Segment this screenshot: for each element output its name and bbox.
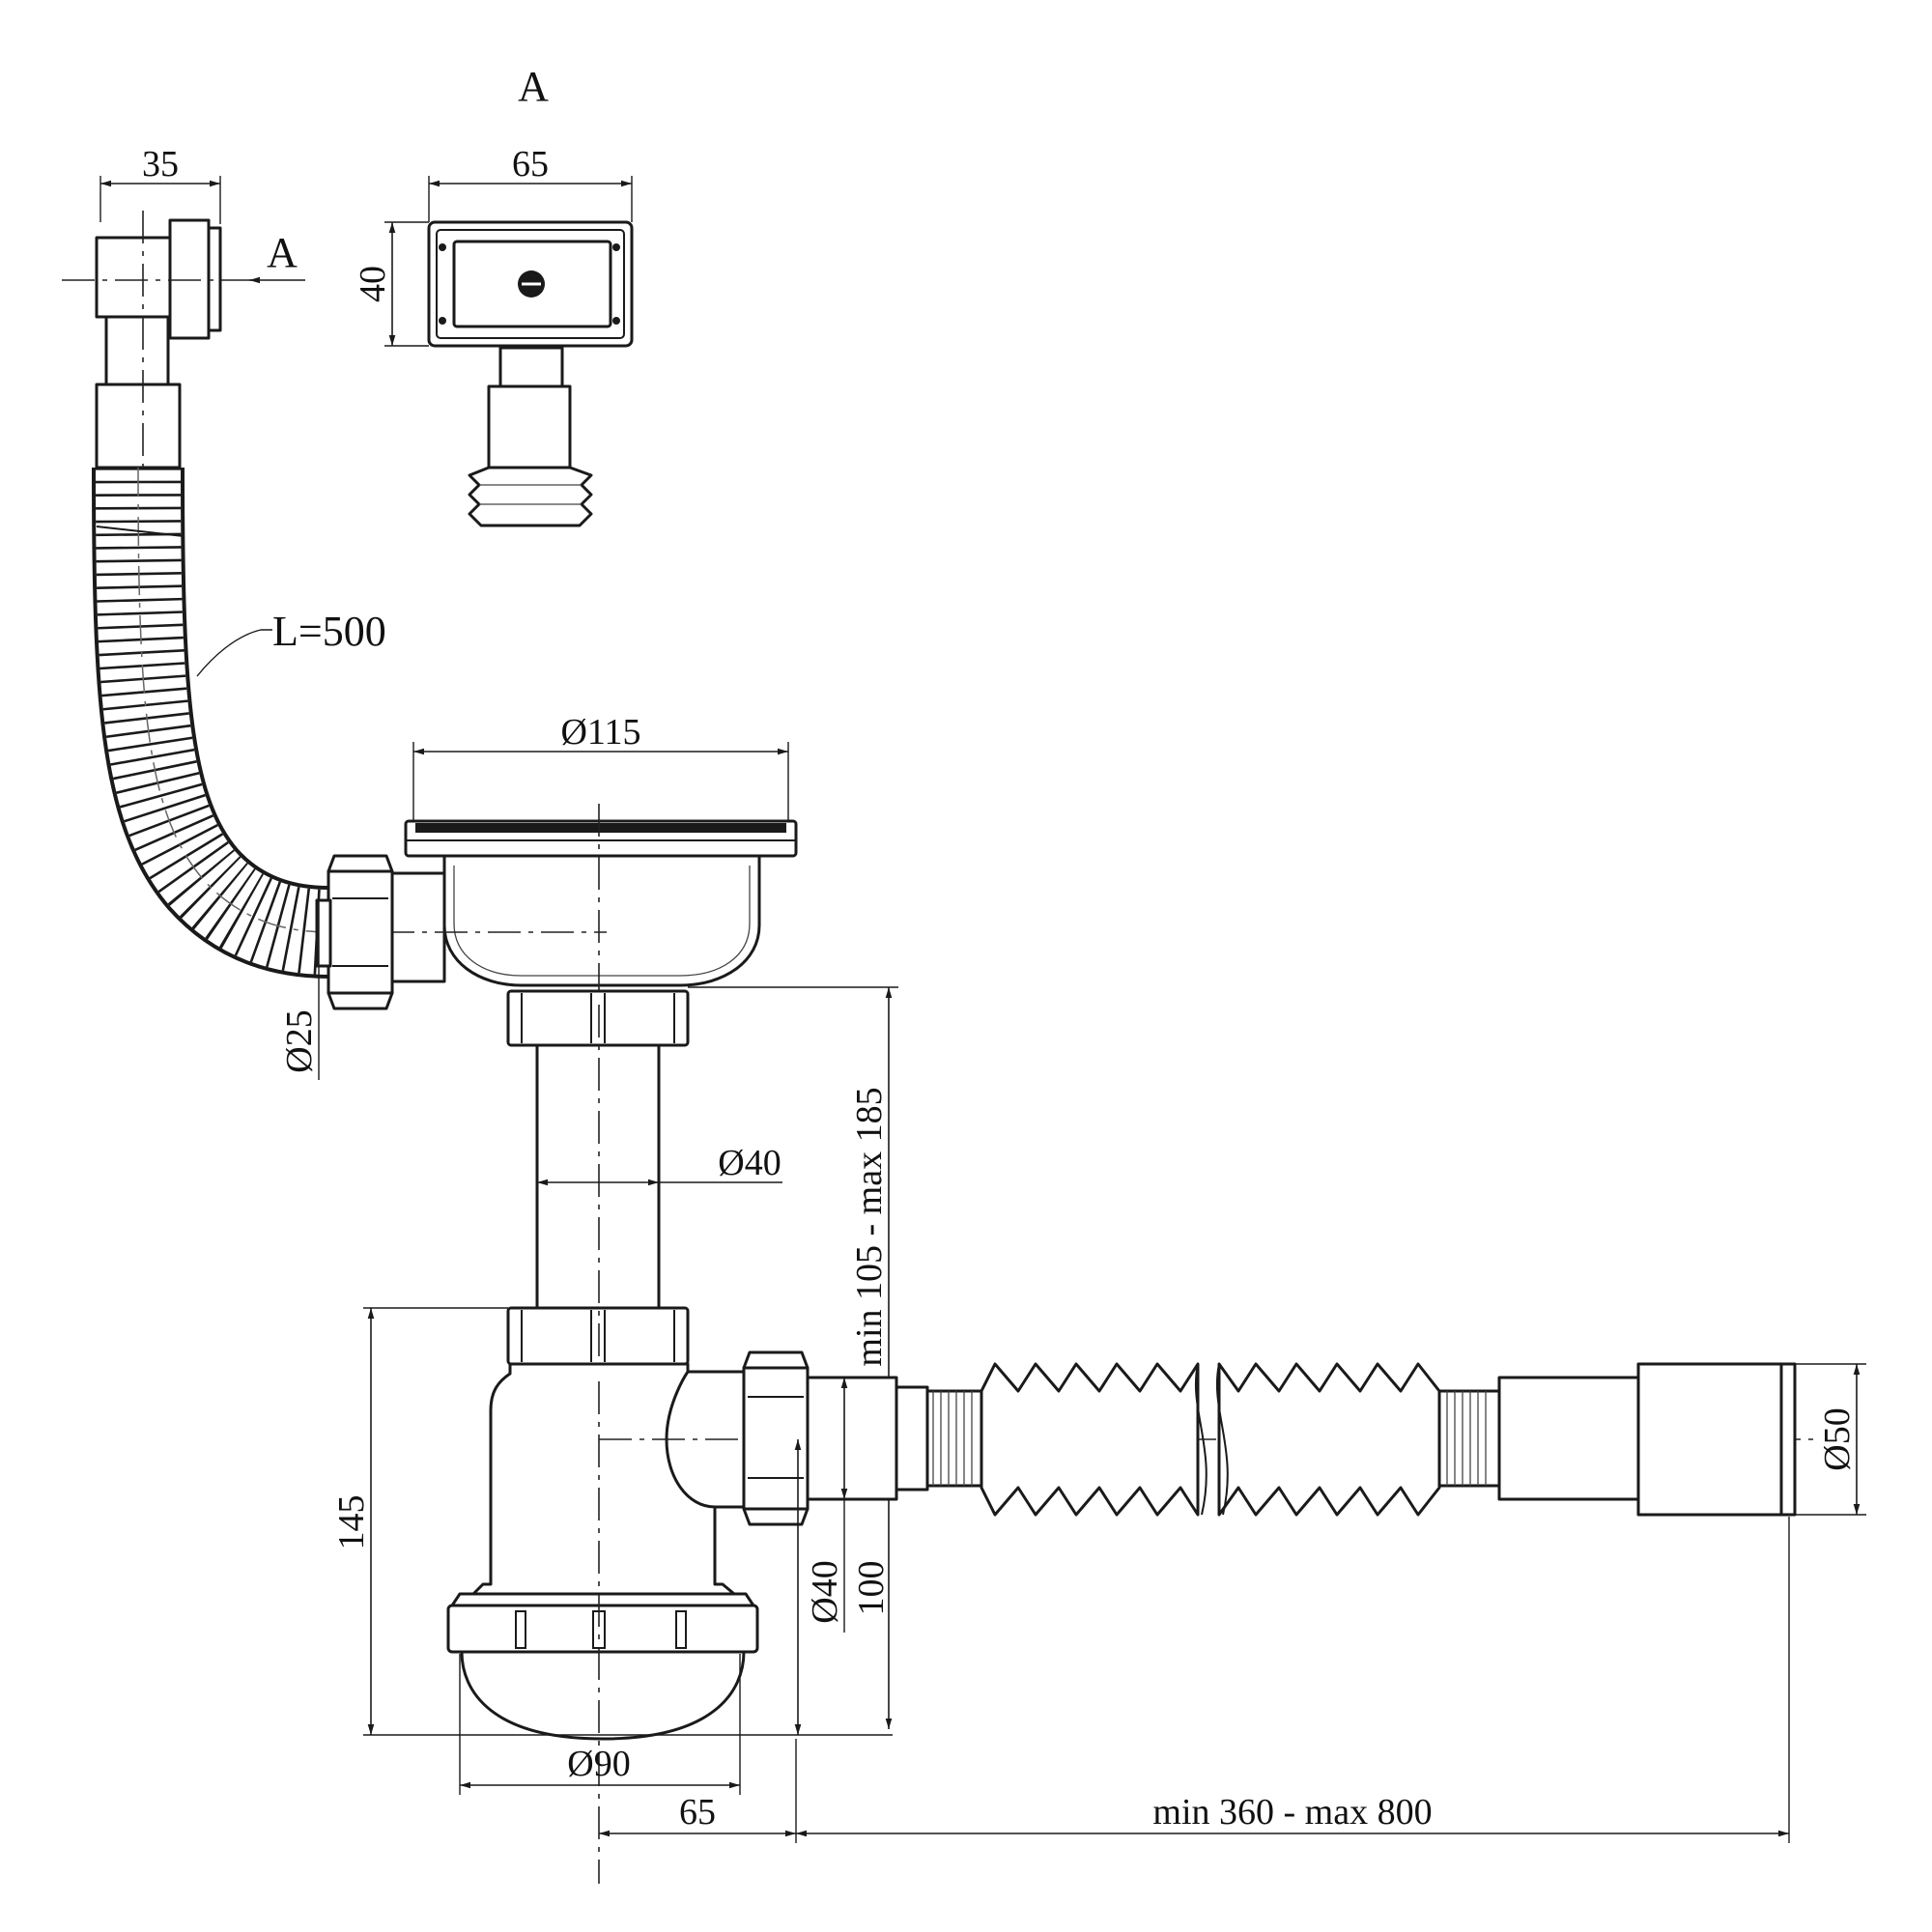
dimension-strainer-diameter: Ø115 [412,712,789,821]
outlet-offset-label: 65 [679,1792,716,1833]
overflow-connector-nut [315,854,394,1010]
section-arrow: A [249,229,305,284]
dimension-overflow-depth: 35 [99,144,221,224]
dimension-tailpiece-height: min 105 - max 185 [688,986,898,1729]
trap-cup [460,1650,746,1741]
overflow-height-label: 40 [353,266,393,302]
tailpiece [506,989,690,1381]
tailpiece-pipe [535,1043,661,1310]
section-arrow-label: A [267,229,298,276]
dimension-outlet-pipe: Ø40 100 [794,1377,892,1735]
dimension-overflow-width: 65 [428,144,633,222]
overflow-body [168,218,211,340]
sink-strainer [328,804,798,1005]
dimension-overflow-height: 40 [353,221,429,347]
lower-nut [506,1306,690,1366]
dimension-trap-cup-diameter: Ø90 [459,1654,741,1795]
tailpiece-height-label: min 105 - max 185 [849,1087,890,1366]
overflow-neck [104,315,170,388]
hose-length-label: L=500 [272,608,386,655]
hose-length-leader: L=500 [196,608,386,677]
trap-outlet-diameter-label: Ø40 [805,1560,845,1623]
overflow-flange [207,226,222,332]
outlet-length-label: min 360 - max 800 [1152,1792,1432,1833]
outlet-flexible-hose [925,1362,1797,1517]
bottle-trap [446,1362,1816,1884]
overflow-flexible-hose [92,467,329,979]
dimension-tailpiece-diameter: Ø40 [537,1143,782,1186]
tailpiece-diameter-label: Ø40 [718,1143,781,1183]
trap-cup-diameter-label: Ø90 [567,1744,630,1784]
dimension-overflow-connection: Ø25 [279,900,320,1080]
strainer-diameter-label: Ø115 [560,712,640,753]
trap-height-label: 145 [331,1495,372,1550]
outlet-diameter-label: Ø50 [1817,1407,1858,1470]
trap-cup-nut [446,1604,759,1654]
view-label: A [518,63,549,110]
overflow-hose-fitting [95,383,182,469]
overflow-width-label: 65 [512,144,549,185]
overflow-depth-label: 35 [142,144,179,185]
overflow-front-view [427,220,634,527]
overflow-side-view [62,211,253,580]
upper-nut [506,989,690,1047]
overflow-connection-label: Ø25 [279,1009,320,1072]
dimension-outlet-diameter: Ø50 [1795,1363,1866,1516]
outlet-nut [742,1350,929,1526]
strainer-bowl [442,854,761,987]
dimension-trap-height: 145 [331,1307,893,1736]
dimension-outlet-length: 65 min 360 - max 800 [599,1517,1790,1843]
outlet-height-label: 100 [851,1561,892,1616]
